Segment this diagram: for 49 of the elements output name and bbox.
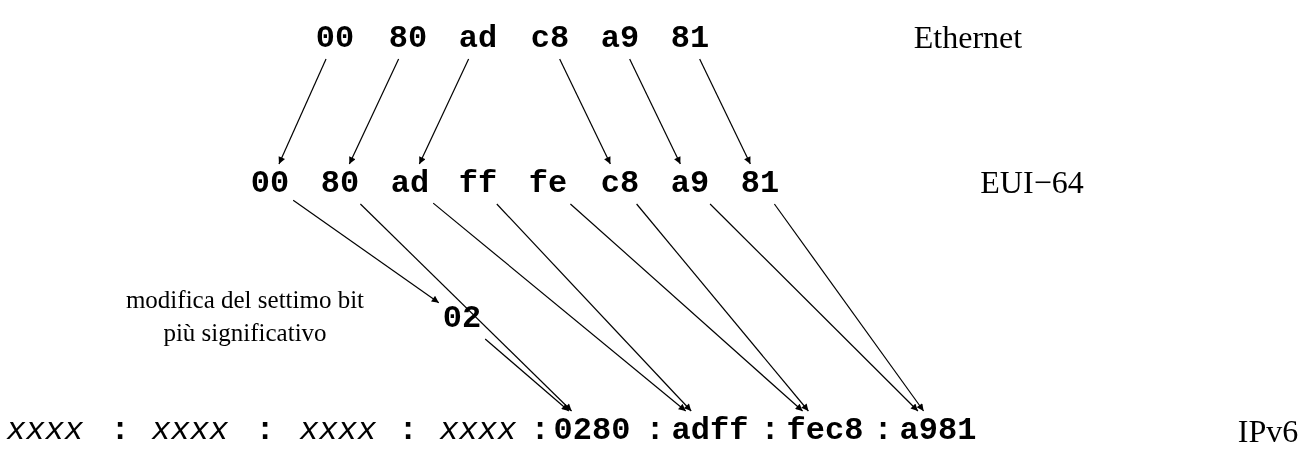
note-text: modifica del settimo bit più significativo [125, 285, 365, 348]
colon-separator: : [760, 414, 780, 448]
arrow [569, 203, 804, 412]
arrow [348, 58, 400, 165]
arrow [709, 203, 919, 412]
hex-value: 00 [250, 167, 290, 201]
arrow [418, 58, 470, 165]
hex-value: fe [528, 167, 568, 201]
colon-separator: : [645, 414, 665, 448]
colon-separator: : [530, 414, 550, 448]
placeholder-group: xxxx [151, 414, 229, 448]
colon-separator: : [873, 414, 893, 448]
row-label: Ethernet [913, 20, 1023, 54]
arrow [496, 203, 692, 412]
hex-value: a981 [899, 414, 977, 448]
arrow [292, 199, 440, 304]
hex-value: 0280 [553, 414, 631, 448]
hex-value: 00 [315, 22, 355, 56]
arrow [484, 338, 570, 412]
hex-value: a9 [600, 22, 640, 56]
hex-value: 80 [388, 22, 428, 56]
hex-value: 81 [670, 22, 710, 56]
arrow [773, 203, 925, 412]
hex-value: ad [458, 22, 498, 56]
arrow [359, 203, 573, 412]
arrow [636, 203, 809, 412]
hex-value: 80 [320, 167, 360, 201]
hex-value: ad [390, 167, 430, 201]
hex-value: adff [671, 414, 749, 448]
row-label: IPv6 [1237, 414, 1299, 448]
colon-separator: : [255, 414, 275, 448]
placeholder-group: xxxx [299, 414, 377, 448]
arrow [278, 58, 327, 165]
hex-value: ff [458, 167, 498, 201]
hex-value: c8 [530, 22, 570, 56]
arrow [699, 58, 751, 165]
hex-value: fec8 [786, 414, 864, 448]
row-label: EUI−64 [980, 165, 1084, 199]
colon-separator: : [110, 414, 130, 448]
placeholder-group: xxxx [439, 414, 517, 448]
colon-separator: : [398, 414, 418, 448]
hex-value: c8 [600, 167, 640, 201]
hex-value: a9 [670, 167, 710, 201]
arrow [629, 58, 681, 165]
arrow [559, 58, 611, 165]
arrow [432, 202, 687, 412]
hex-value: 81 [740, 167, 780, 201]
placeholder-group: xxxx [6, 414, 84, 448]
hex-value: 02 [442, 302, 482, 336]
